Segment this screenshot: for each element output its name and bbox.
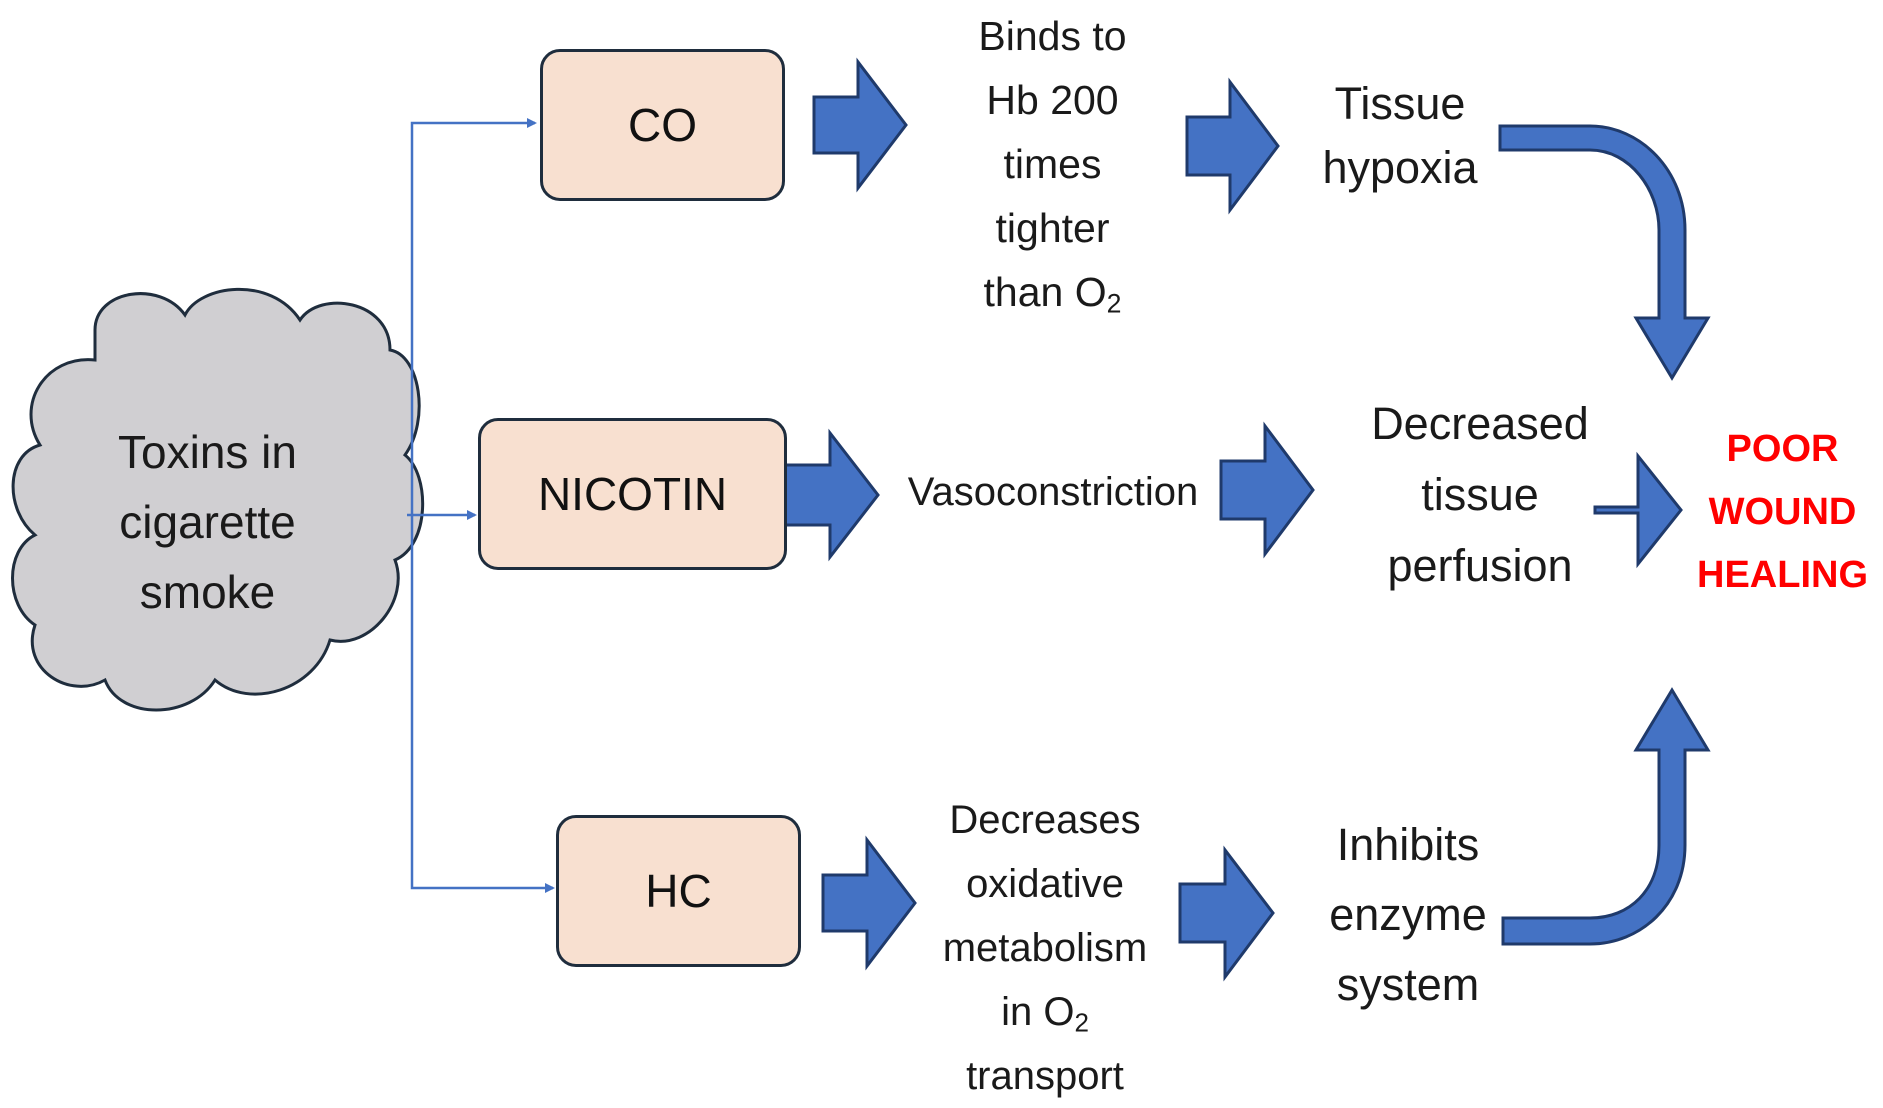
curved-arrow-enzyme-to-outcome xyxy=(1501,687,1711,946)
hc-result-line-1: Inhibits xyxy=(1336,819,1480,870)
co-effect-subscript: 2 xyxy=(1106,288,1122,319)
hc-effect-line-5: transport xyxy=(966,1054,1124,1098)
arrow-vaso-to-perfusion xyxy=(1219,421,1315,559)
co-effect-line-3: times xyxy=(1003,141,1102,187)
co-effect-line-5-text: than O xyxy=(983,269,1107,315)
co-effect-line-4: tighter xyxy=(995,205,1110,251)
arrow-perfusion-to-outcome xyxy=(1593,451,1683,569)
source-line-1: Toxins in xyxy=(118,426,297,478)
co-effect-line-2: Hb 200 xyxy=(986,77,1119,123)
nicotin-result-text: Decreased tissue perfusion xyxy=(1360,388,1600,601)
connector-lines xyxy=(407,118,555,893)
nicotin-result-line-3: perfusion xyxy=(1387,540,1573,591)
toxin-box-hc: HC xyxy=(556,815,801,967)
hc-effect-subscript: 2 xyxy=(1074,1007,1089,1038)
hc-result-line-3: system xyxy=(1336,959,1480,1010)
outcome-line-1: POOR xyxy=(1726,428,1839,470)
source-label: Toxins in cigarette smoke xyxy=(85,417,330,627)
hc-effect-line-4-text: in O xyxy=(1001,990,1075,1034)
hc-effect-text: Decreases oxidative metabolism in O2 tra… xyxy=(920,788,1170,1108)
source-line-2: cigarette xyxy=(119,496,296,548)
co-effect-line-1: Binds to xyxy=(978,13,1127,59)
outcome-line-2: WOUND xyxy=(1708,491,1857,533)
toxin-box-nicotin: NICOTIN xyxy=(478,418,787,570)
source-line-3: smoke xyxy=(139,566,276,618)
hc-effect-line-4: in O2 xyxy=(920,980,1170,1044)
nicotin-effect-text: Vasoconstriction xyxy=(907,470,1199,514)
co-result-line-2: hypoxia xyxy=(1322,142,1478,193)
outcome-label: POOR WOUND HEALING xyxy=(1685,418,1880,607)
arrow-nicotin-to-vaso xyxy=(783,428,880,562)
arrow-co-effect-to-hypoxia xyxy=(1185,77,1280,215)
block-arrows xyxy=(783,57,1683,982)
connector-to-hc xyxy=(410,515,555,893)
cloud-shape xyxy=(11,287,425,712)
curved-arrow-hypoxia-to-outcome xyxy=(1498,124,1711,381)
co-result-line-1: Tissue xyxy=(1334,78,1466,129)
nicotin-result-line-2: tissue xyxy=(1421,469,1539,520)
arrow-hc-to-effect xyxy=(821,835,917,971)
hc-result-text: Inhibits enzyme system xyxy=(1298,810,1518,1020)
hc-effect-line-3: metabolism xyxy=(942,926,1148,970)
nicotin-result-line-1: Decreased xyxy=(1371,398,1589,449)
hc-effect-line-2: oxidative xyxy=(966,862,1124,906)
toxin-box-co: CO xyxy=(540,49,785,201)
outcome-line-3: HEALING xyxy=(1697,554,1868,596)
arrow-hc-effect-to-enzyme xyxy=(1178,845,1275,982)
co-effect-text: Binds to Hb 200 times tighter than O2 xyxy=(940,4,1165,324)
co-effect-line-5: than O2 xyxy=(940,260,1165,324)
connector-to-co xyxy=(407,118,537,517)
arrow-co-to-effect xyxy=(812,57,908,193)
hc-effect-line-1: Decreases xyxy=(949,798,1141,842)
hc-result-line-2: enzyme xyxy=(1329,889,1487,940)
co-result-text: Tissue hypoxia xyxy=(1290,72,1510,200)
